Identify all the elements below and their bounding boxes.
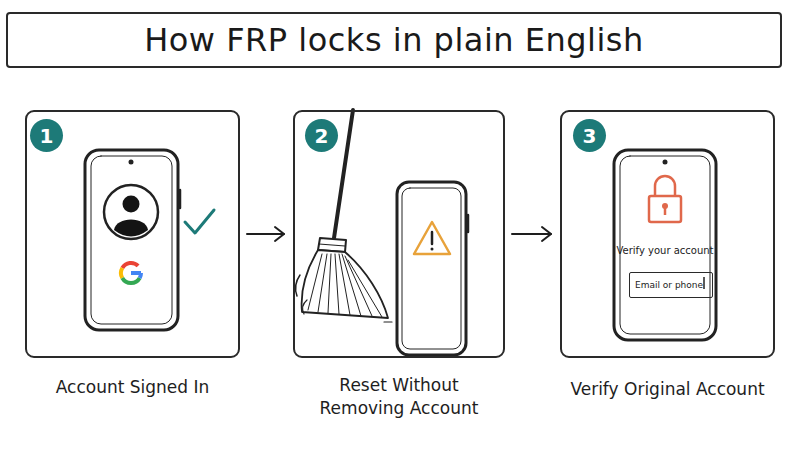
screen-text: Verify your account — [615, 245, 715, 256]
callout-number: 1 — [40, 124, 54, 148]
title-text: How FRP locks in plain English — [144, 21, 644, 59]
step-panel: Verify Original Account3Email or phone — [560, 110, 775, 358]
step-caption: Verify Original Account — [550, 378, 785, 401]
phone-illustration — [397, 182, 468, 355]
step-number-badge: 2 — [305, 119, 338, 152]
text-cursor — [703, 277, 705, 289]
flow-arrow — [512, 227, 551, 241]
flow-arrow — [247, 227, 284, 241]
input-placeholder: Email or phone — [635, 280, 703, 290]
avatar-icon — [104, 185, 158, 239]
title-box: How FRP locks in plain English — [6, 12, 782, 68]
check-mark — [185, 210, 214, 233]
callout-number: 2 — [315, 124, 329, 148]
callout-number: 3 — [583, 124, 597, 148]
warning-icon — [414, 222, 450, 254]
phone-illustration — [85, 150, 180, 330]
input-field: Email or phone — [629, 272, 713, 298]
lock-icon — [649, 176, 681, 222]
google-logo — [121, 263, 141, 283]
step-panel: Account Signed In1 — [25, 110, 240, 358]
broom-illustration — [296, 110, 398, 324]
step-caption: Account Signed In — [15, 376, 250, 399]
step-caption: Reset Without Removing Account — [314, 374, 484, 420]
step-panel: Reset Without Removing Account2 — [293, 110, 505, 358]
step-number-badge: 3 — [573, 119, 606, 152]
phone-illustration — [614, 150, 716, 340]
step-number-badge: 1 — [30, 119, 63, 152]
